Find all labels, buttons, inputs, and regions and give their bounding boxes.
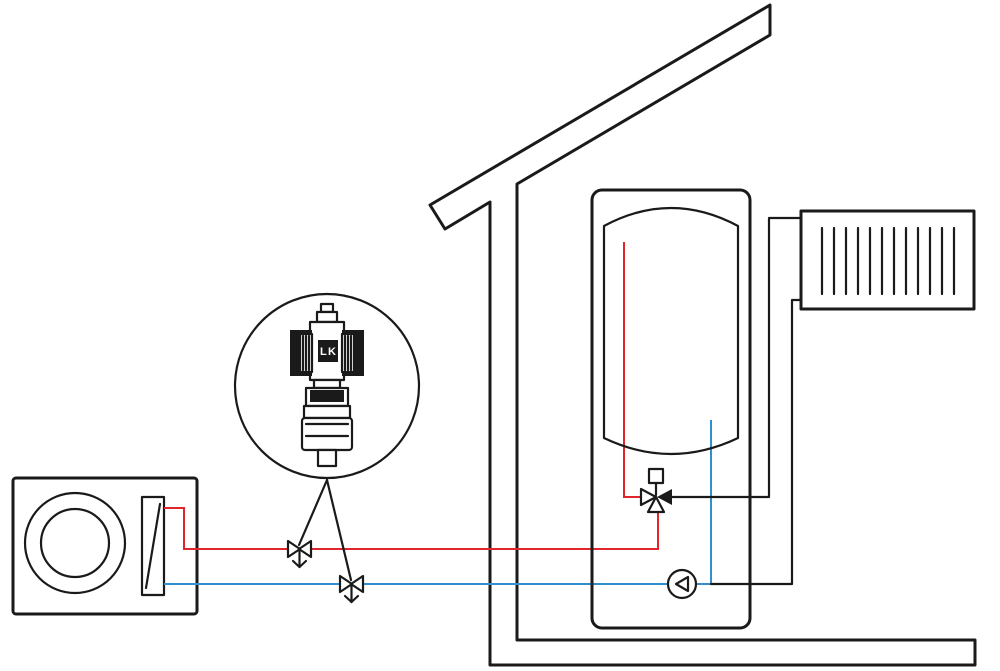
svg-text:LK: LK [320,346,336,358]
brand-logo-icon: LK [318,340,338,362]
circulation-pump-icon [666,568,698,600]
filter-valve-icon [338,574,365,604]
hot-water-tank [590,188,752,630]
heat-exchanger-icon [140,495,166,597]
supply-pipe-hot [164,242,659,550]
return-pipe-cold [164,420,712,585]
callout-leader [297,478,353,582]
house-outline [428,3,977,667]
filter-valve-icon [286,539,313,569]
valve-actuator-icon [647,467,665,485]
fan-icon [23,491,127,595]
heat-pump-unit [11,476,199,616]
valve-detail-callout: LK [233,292,421,480]
radiator-icon [799,209,976,311]
radiator-pipes [670,216,803,586]
three-way-valve-icon [639,467,672,514]
